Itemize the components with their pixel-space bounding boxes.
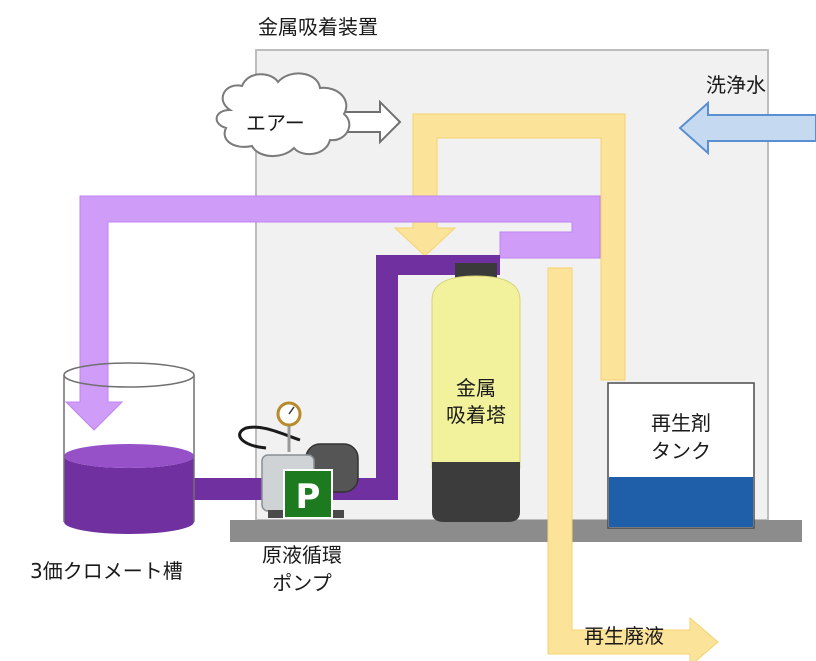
gauge-needle	[288, 406, 295, 415]
regenerant-tank: 再生剤 タンク	[607, 382, 755, 529]
waste-liquid-label: 再生廃液	[584, 624, 664, 648]
regen-flow-waste-pipe	[547, 267, 719, 661]
tower-base	[432, 462, 520, 522]
tower-cap	[455, 263, 497, 279]
wash-water-label: 洗浄水	[706, 73, 766, 97]
tower-label-line1: 金属	[456, 376, 496, 400]
chromate-tank-rim	[63, 362, 195, 388]
wash-water-arrow[interactable]	[678, 100, 816, 156]
chromate-tank-liquid	[64, 456, 194, 534]
pump-cable	[238, 425, 301, 450]
process-flow-return-pipe	[64, 195, 601, 431]
tower-label-line2: 吸着塔	[446, 403, 506, 427]
pump-badge	[283, 469, 333, 519]
regen-flow-upper-pipe	[393, 113, 626, 381]
pump-label-line2: ポンプ	[272, 571, 331, 595]
chromate-liquid-surface	[64, 444, 194, 468]
air-label: エアー	[246, 111, 305, 135]
regen-tank-label-line1: 再生剤	[651, 411, 711, 435]
metal-adsorption-tower: 金属 吸着塔	[431, 263, 521, 522]
enclosure-title: 金属吸着装置	[258, 15, 378, 39]
pump-badge-letter: P	[296, 477, 321, 517]
regen-tank-label-line2: タンク	[651, 439, 711, 463]
regen-tank-liquid	[609, 477, 753, 527]
chromate-tank-label: 3価クロメート槽	[30, 559, 183, 583]
pump-label-line1: 原液循環	[262, 543, 342, 567]
air-cloud	[215, 72, 351, 157]
tower-body	[431, 275, 521, 469]
circulation-pump[interactable]: P 原液循環 ポンプ	[238, 401, 359, 595]
chromate-tank: 3価クロメート槽	[30, 362, 195, 583]
